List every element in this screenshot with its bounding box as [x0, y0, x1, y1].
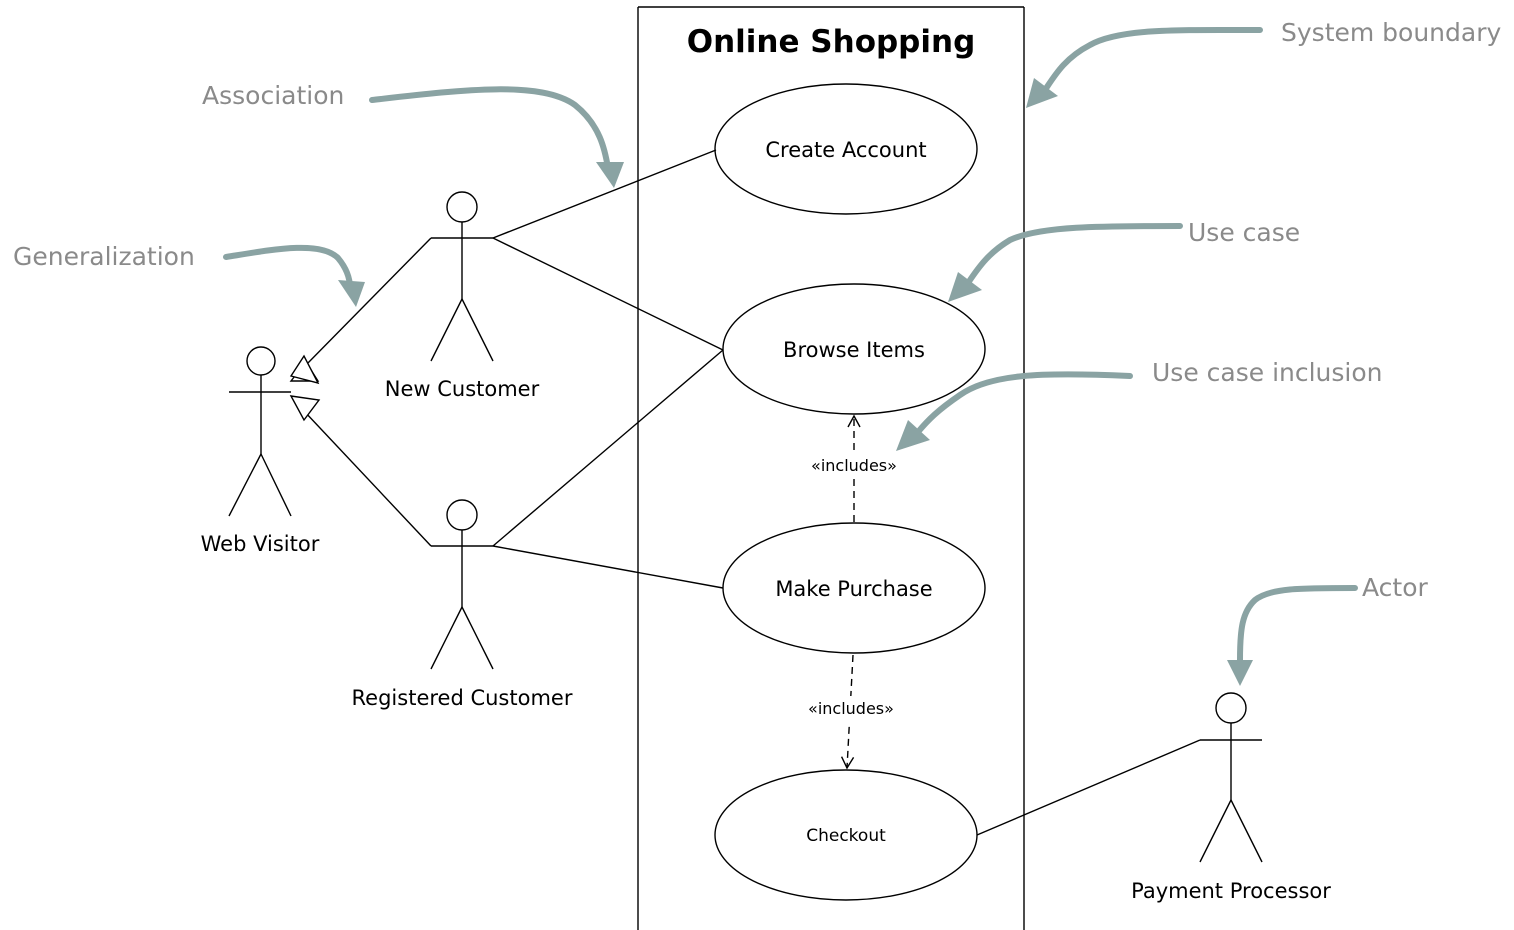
callout-use-case-inclusion — [896, 371, 1133, 451]
include-label-bg — [800, 452, 908, 478]
include-label: «includes» — [808, 699, 894, 718]
use-case-browse-items[interactable]: Browse Items — [722, 283, 986, 415]
annotation-actor: Actor — [1362, 573, 1429, 602]
generalization-arrowhead — [289, 354, 320, 385]
use-case-make-purchase[interactable]: Make Purchase — [722, 522, 986, 654]
use-case-create-account[interactable]: Create Account — [714, 83, 978, 215]
actor-label-web-visitor: Web Visitor — [201, 532, 320, 556]
actor-payment-processor[interactable] — [1199, 692, 1263, 863]
association-lines — [492, 149, 1201, 836]
generalization-arrowhead — [289, 395, 321, 422]
callout-generalization — [223, 244, 365, 307]
callout-association — [369, 86, 624, 188]
actor-web-visitor[interactable] — [228, 346, 292, 517]
use-case-label: Browse Items — [783, 338, 925, 362]
callout-system-boundary — [1026, 26, 1263, 108]
use-case-label: Checkout — [806, 826, 886, 846]
callout-use-case — [948, 223, 1183, 302]
actor-label-new-customer: New Customer — [385, 377, 540, 401]
annotation-generalization: Generalization — [13, 242, 195, 271]
system-title: Online Shopping — [687, 24, 976, 60]
use-case-label: Create Account — [765, 138, 926, 162]
annotation-system-boundary: System boundary — [1281, 18, 1501, 47]
actor-label-registered-customer: Registered Customer — [352, 686, 573, 710]
annotation-association: Association — [202, 81, 344, 110]
annotation-use-case: Use case — [1188, 218, 1300, 247]
include-arrow-checkout — [840, 654, 855, 770]
actor-label-payment-processor: Payment Processor — [1131, 879, 1331, 903]
include-label: «includes» — [811, 456, 897, 475]
include-label-bg — [797, 696, 905, 722]
actor-registered-customer[interactable] — [430, 499, 494, 670]
use-case-checkout[interactable]: Checkout — [714, 769, 978, 901]
generalization-lines — [289, 237, 432, 547]
system-boundary — [637, 6, 1025, 930]
actor-new-customer[interactable] — [430, 191, 494, 362]
use-case-label: Make Purchase — [775, 577, 932, 601]
annotation-use-case-inclusion: Use case inclusion — [1152, 358, 1383, 387]
callout-actor — [1227, 585, 1358, 686]
